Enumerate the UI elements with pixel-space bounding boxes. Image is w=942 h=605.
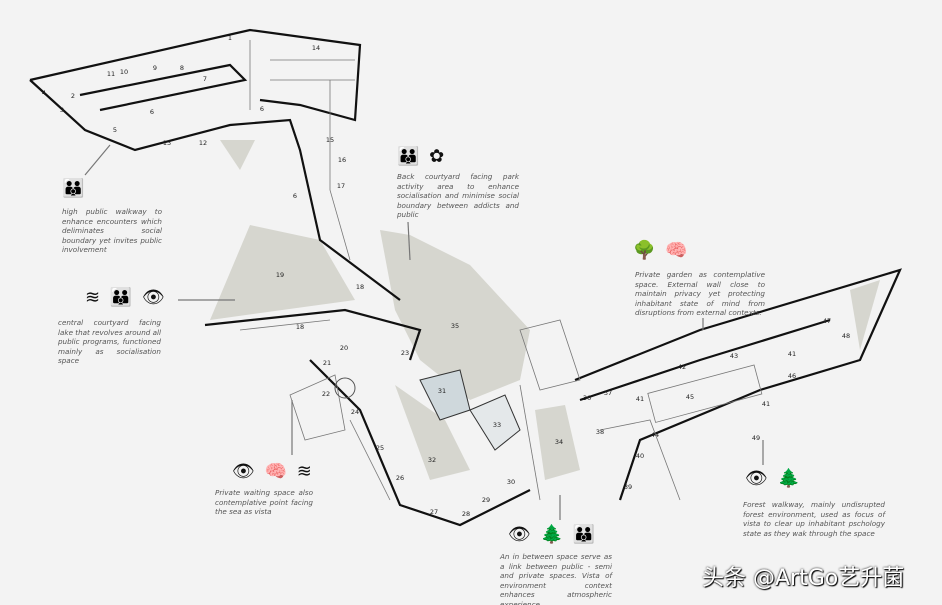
round-room-22 — [334, 377, 356, 399]
people-icon: 👪 — [62, 178, 87, 199]
eye-forest-people-icons: 👁 🌲 👪 — [508, 524, 598, 545]
room-label-6: 6 — [150, 108, 154, 116]
people-park-icons: 👪 ✿ — [397, 146, 447, 167]
room-label-4: 4 — [42, 89, 46, 97]
room-label-44: 44 — [651, 431, 659, 439]
room-label-3: 3 — [60, 106, 64, 114]
courtyard-32 — [395, 385, 470, 480]
room-label-37: 37 — [604, 389, 612, 397]
room-label-19: 19 — [276, 271, 284, 279]
room-label-41: 41 — [762, 400, 770, 408]
annotation-text: Forest walkway, mainly undisrupted fores… — [743, 500, 885, 538]
annotation-text: Back courtyard facing park activity area… — [397, 172, 519, 219]
room-label-27: 27 — [430, 508, 438, 516]
waves-people-eye-icons: ≋ 👪 👁 — [85, 287, 167, 308]
room-label-15: 15 — [326, 136, 334, 144]
room-label-40: 40 — [636, 452, 644, 460]
room-label-9: 9 — [153, 64, 157, 72]
annotation-text: high public walkway to enhance encounter… — [62, 207, 162, 254]
room-label-41: 41 — [636, 395, 644, 403]
room-label-31: 31 — [438, 387, 446, 395]
room-label-12: 12 — [199, 139, 207, 147]
room-label-26: 26 — [396, 474, 404, 482]
annotation-text: An in between space serve as a link betw… — [500, 552, 612, 605]
room-label-34: 34 — [555, 438, 563, 446]
room-label-46: 46 — [788, 372, 796, 380]
garden-12 — [220, 140, 255, 170]
room-label-8: 8 — [180, 64, 184, 72]
annotation-text: Private waiting space also contemplative… — [215, 488, 313, 516]
room-label-32: 32 — [428, 456, 436, 464]
wall-west — [29, 79, 401, 301]
room-label-6: 6 — [293, 192, 297, 200]
room-label-45: 45 — [686, 393, 694, 401]
leader-line — [407, 221, 411, 261]
wall-wing — [309, 359, 531, 527]
room-label-18: 18 — [296, 323, 304, 331]
room-label-11: 11 — [107, 70, 115, 78]
room-label-29: 29 — [482, 496, 490, 504]
room-label-39: 39 — [624, 483, 632, 491]
wall-north — [29, 28, 362, 122]
room-label-36: 36 — [583, 394, 591, 402]
room-label-28: 28 — [462, 510, 470, 518]
room-label-6: 6 — [260, 105, 264, 113]
room-label-20: 20 — [340, 344, 348, 352]
room-label-7: 7 — [203, 75, 207, 83]
room-label-13: 13 — [163, 139, 171, 147]
annotation-text: central courtyard facing lake that revol… — [58, 318, 161, 365]
room-label-16: 16 — [338, 156, 346, 164]
leader-line — [84, 144, 111, 176]
room-label-18: 18 — [356, 283, 364, 291]
eye-brain-waves-icons: 👁 🧠 ≋ — [232, 461, 314, 482]
room-label-33: 33 — [493, 421, 501, 429]
courtyard-19 — [210, 225, 355, 320]
room-label-30: 30 — [507, 478, 515, 486]
room-label-14: 14 — [312, 44, 320, 52]
room-label-21: 21 — [323, 359, 331, 367]
room-label-47: 47 — [823, 317, 831, 325]
pool-33 — [469, 394, 521, 451]
room-label-35: 35 — [451, 322, 459, 330]
room-label-1: 1 — [228, 34, 232, 42]
room-label-10: 10 — [120, 68, 128, 76]
eye-forest-icons: 👁 🌲 — [745, 468, 802, 489]
courtyard-35 — [380, 230, 530, 400]
watermark: 头条 @ArtGo艺升菌 — [702, 566, 905, 591]
annotation-text: Private garden as contemplative space. E… — [635, 270, 765, 317]
room-label-48: 48 — [842, 332, 850, 340]
wall-east-inner — [579, 318, 831, 402]
room-label-25: 25 — [376, 444, 384, 452]
courtyard-34 — [535, 405, 580, 480]
wall-18 — [204, 308, 422, 361]
tree-brain-icons: 🌳 🧠 — [633, 240, 690, 261]
room-label-22: 22 — [322, 390, 330, 398]
room-label-49: 49 — [752, 434, 760, 442]
room-label-24: 24 — [351, 408, 359, 416]
room-label-43: 43 — [730, 352, 738, 360]
garden-48 — [850, 280, 880, 350]
room-label-23: 23 — [401, 349, 409, 357]
room-label-41: 41 — [788, 350, 796, 358]
room-label-17: 17 — [337, 182, 345, 190]
room-label-38: 38 — [596, 428, 604, 436]
wall-inner — [79, 63, 248, 112]
room-label-5: 5 — [113, 126, 117, 134]
room-label-42: 42 — [678, 363, 686, 371]
wall-east-wing — [574, 268, 902, 501]
room-label-2: 2 — [71, 92, 75, 100]
